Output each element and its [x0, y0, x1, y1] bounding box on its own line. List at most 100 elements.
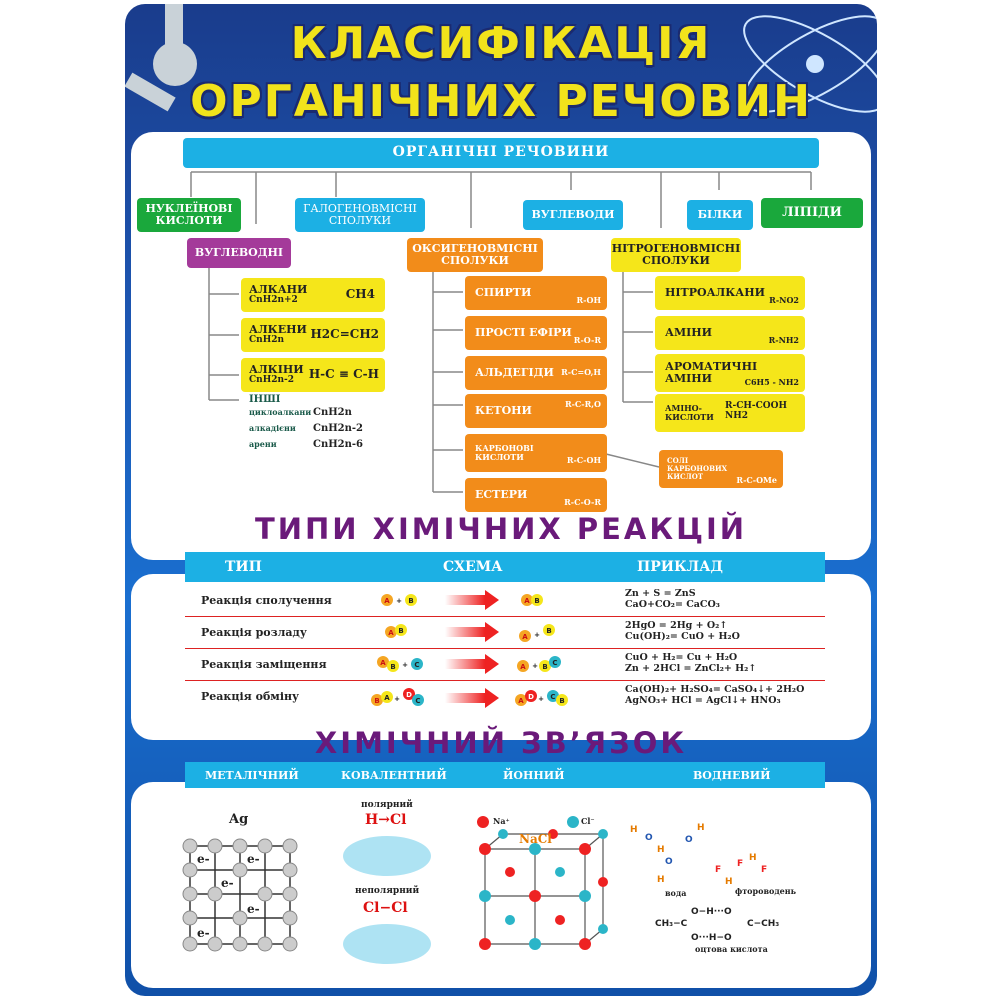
svg-text:C: C — [415, 697, 420, 705]
svg-text:H: H — [630, 825, 638, 835]
lipids-box: ЛІПІДИ — [761, 198, 863, 228]
col-example: ПРИКЛАД — [637, 559, 723, 575]
poster-title-line2: ОРГАНІЧНИХ РЕЧОВИН — [190, 76, 812, 127]
sodium-ion-label: Na⁺ — [493, 816, 510, 826]
electron-label-5: e- — [197, 926, 210, 940]
electron-label-2: e- — [247, 852, 260, 866]
alkynes-example: H-C ≡ C-H — [308, 367, 379, 381]
polar-formula: H→Cl — [365, 812, 407, 828]
chloride-ion-label: Cl⁻ — [581, 816, 595, 826]
col-covalent: КОВАЛЕНТНИЙ — [341, 768, 447, 782]
svg-text:A: A — [384, 694, 390, 702]
svg-text:CH₃−C: CH₃−C — [655, 919, 688, 929]
svg-text:O: O — [685, 835, 693, 845]
alkenes-example: H2C=CH2 — [310, 327, 379, 341]
col-type: ТИП — [225, 559, 262, 575]
alkenes-formula: CnH2n — [249, 335, 285, 346]
col-metallic: МЕТАЛІЧНИЙ — [205, 768, 299, 782]
svg-text:A: A — [520, 663, 526, 671]
col-hydrogen: ВОДНЕВИЙ — [693, 768, 771, 782]
other-label: ІНШІ — [249, 394, 281, 405]
col-ionic: ЙОННИЙ — [503, 768, 565, 782]
bond-illustrations: HOH OHO HFF FHH CH₃−CO−H···OO···H−O C−CH… — [182, 816, 779, 964]
reactions-panel — [131, 574, 871, 740]
svg-text:B: B — [534, 597, 539, 605]
nonpolar-label: неполярний — [355, 886, 420, 896]
svg-text:H: H — [657, 875, 665, 885]
col-scheme: СХЕМА — [443, 559, 503, 575]
svg-text:+: + — [534, 631, 540, 639]
carbohydrates-box: ВУГЛЕВОДИ — [523, 200, 623, 230]
svg-text:C: C — [552, 659, 557, 667]
svg-text:+: + — [394, 695, 400, 703]
nonpolar-formula: Cl−Cl — [363, 900, 408, 916]
svg-text:C−CH₃: C−CH₃ — [747, 919, 779, 929]
alkynes-name: АЛКІНИ — [249, 363, 304, 376]
svg-text:A: A — [524, 597, 530, 605]
svg-text:H: H — [725, 877, 733, 887]
svg-text:B: B — [542, 663, 547, 671]
svg-text:D: D — [406, 691, 412, 699]
svg-text:A: A — [384, 597, 390, 605]
metal-lattice — [182, 838, 298, 952]
svg-text:O: O — [665, 857, 673, 867]
classification-connectors — [190, 171, 812, 493]
organic-substances-box: ОРГАНІЧНІ РЕЧОВИНИ — [183, 138, 819, 168]
hf-label: фтороводень — [735, 886, 797, 896]
alkanes-example: CH4 — [345, 287, 375, 301]
nitrogen-compounds-box: НІТРОГЕНОВМІСНІ СПОЛУКИ — [611, 238, 741, 272]
svg-text:F: F — [715, 865, 721, 875]
svg-text:D: D — [528, 693, 534, 701]
svg-text:H: H — [749, 853, 757, 863]
electron-label-4: e- — [247, 902, 260, 916]
halogen-compounds-box: ГАЛОГЕНОВМІСНІ СПОЛУКИ — [295, 198, 425, 232]
bonds-header-bar: МЕТАЛІЧНИЙ КОВАЛЕНТНИЙ ЙОННИЙ ВОДНЕВИЙ — [185, 762, 825, 788]
svg-text:H: H — [697, 823, 705, 833]
water-label: вода — [665, 888, 687, 898]
svg-text:+: + — [538, 695, 544, 703]
svg-text:A: A — [518, 697, 524, 705]
svg-text:B: B — [546, 627, 551, 635]
hydrocarbons-box: ВУГЛЕВОДНІ — [187, 238, 291, 268]
poster: КЛАСИФІКАЦІЯ ОРГАНІЧНИХ РЕЧОВИН — [125, 4, 877, 996]
svg-text:O−H···O: O−H···O — [691, 907, 732, 917]
svg-text:A: A — [388, 629, 394, 637]
electron-label-3: e- — [221, 876, 234, 890]
bond-heading: ХІМІЧНИЙ ЗВ’ЯЗОК — [314, 726, 688, 760]
svg-text:B: B — [559, 697, 564, 705]
svg-text:F: F — [761, 865, 767, 875]
acetic-acid-label: оцтова кислота — [695, 944, 768, 954]
alkanes-formula: CnH2n+2 — [249, 295, 298, 306]
alkynes-formula: CnH2n-2 — [249, 375, 295, 386]
svg-text:B: B — [390, 663, 395, 671]
reactions-heading: ТИПИ ХІМІЧНИХ РЕАКЦІЙ — [254, 512, 748, 546]
alkanes-name: АЛКАНИ — [249, 283, 308, 296]
svg-text:+: + — [402, 661, 408, 669]
svg-text:B: B — [374, 697, 379, 705]
electron-label-1: e- — [197, 852, 210, 866]
oxygen-compounds-box: ОКСИГЕНОВМІСНІ СПОЛУКИ — [407, 238, 543, 272]
svg-text:+: + — [396, 597, 402, 605]
reactions-header-bar: ТИП СХЕМА ПРИКЛАД — [185, 552, 825, 582]
svg-text:O: O — [645, 833, 653, 843]
polar-label: полярний — [361, 800, 413, 810]
poster-title-line1: КЛАСИФІКАЦІЯ — [290, 18, 712, 69]
nucleic-acids-box: НУКЛЕЇНОВІ КИСЛОТИ — [137, 198, 241, 232]
classification-panel: ОРГАНІЧНІ РЕЧОВИНИ НУКЛЕЇНОВІ КИСЛОТИ ГА… — [131, 132, 871, 560]
